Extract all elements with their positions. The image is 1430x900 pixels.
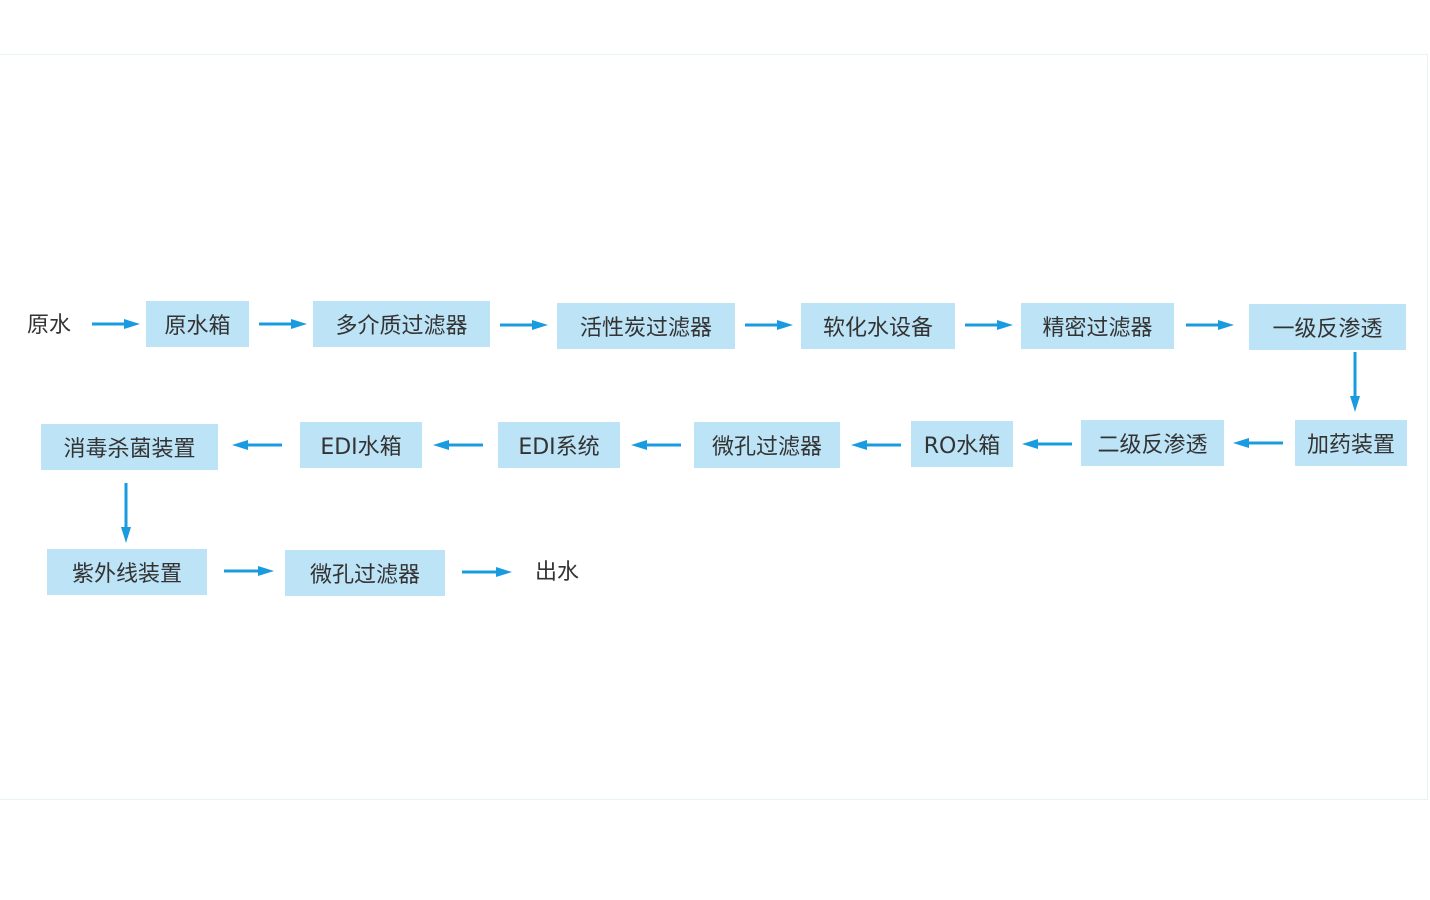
step-disinfection: 消毒杀菌装置 <box>41 424 218 470</box>
flow-arrow <box>92 319 140 329</box>
step-softener: 软化水设备 <box>801 303 955 349</box>
flow-arrow <box>224 566 274 576</box>
flow-arrow <box>259 319 307 329</box>
flow-arrow <box>500 320 548 330</box>
flow-arrow <box>1022 439 1072 449</box>
step-secondary-ro: 二级反渗透 <box>1081 420 1224 466</box>
flow-arrow <box>631 440 681 450</box>
flow-arrow <box>745 320 793 330</box>
flow-arrow <box>1233 438 1283 448</box>
step-edi-system: EDI系统 <box>498 422 620 468</box>
step-ro-tank: RO水箱 <box>911 421 1013 467</box>
step-microporous-filter-1: 微孔过滤器 <box>694 422 840 468</box>
flow-arrow <box>462 567 512 577</box>
step-microporous-filter-2: 微孔过滤器 <box>285 550 445 596</box>
flow-arrow <box>1186 320 1234 330</box>
step-edi-tank: EDI水箱 <box>300 422 422 468</box>
step-activated-carbon-filter: 活性炭过滤器 <box>557 303 735 349</box>
flow-arrow <box>121 483 131 543</box>
start-label: 原水 <box>27 313 72 338</box>
flow-arrow <box>851 440 901 450</box>
diagram-panel <box>0 54 1428 800</box>
end-label: 出水 <box>535 560 580 585</box>
step-primary-ro: 一级反渗透 <box>1249 304 1406 350</box>
step-multimedia-filter: 多介质过滤器 <box>313 301 490 347</box>
flow-arrow <box>232 440 282 450</box>
step-dosing-device: 加药装置 <box>1295 420 1407 466</box>
step-precision-filter: 精密过滤器 <box>1021 303 1174 349</box>
flow-arrow <box>433 440 483 450</box>
step-raw-water-tank: 原水箱 <box>146 301 249 347</box>
step-uv-device: 紫外线装置 <box>47 549 207 595</box>
flow-arrow <box>965 320 1013 330</box>
flow-arrow <box>1350 352 1360 412</box>
